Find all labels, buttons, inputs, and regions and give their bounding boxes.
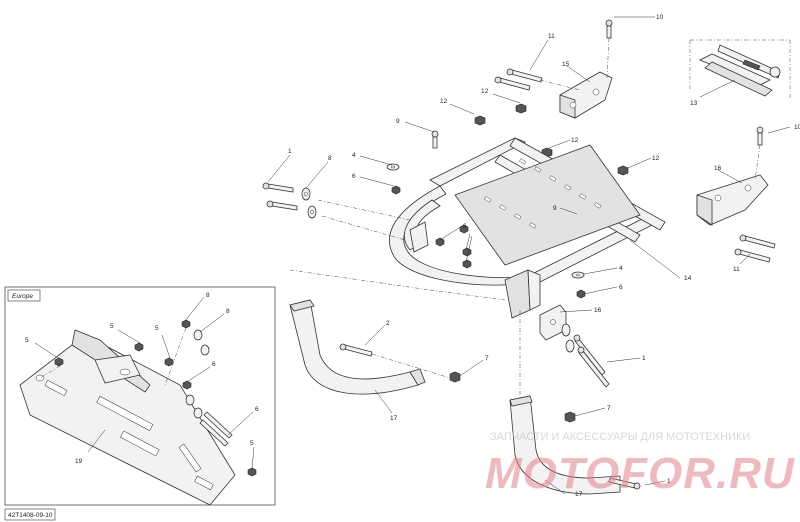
bolt-2 [339,343,373,357]
nut-7-left [449,371,461,383]
bolt-2-right [608,477,641,490]
region-label: Europe [12,293,33,300]
bolt-1-lower [573,334,610,388]
callout-16: 16 [714,165,722,172]
callout-13: 13 [690,100,698,107]
callout-5: 5 [110,323,114,330]
callout-12: 12 [652,155,660,162]
callout-19: 19 [75,458,83,465]
watermark-subtitle: ЗАПЧАСТИ И АКСЕССУАРЫ ДЛЯ МОТОТЕХНИКИ [490,431,750,443]
callout-1: 6 [255,406,259,413]
callout-5: 5 [25,337,29,344]
bracket-16-lower [539,304,567,341]
callout-5: 5 [250,440,254,447]
callout-6: 6 [619,284,623,291]
callout-11: 11 [548,33,555,40]
callout-15: 15 [562,61,570,68]
rack-frame-14 [389,137,666,319]
washer-8-lower [561,323,575,353]
washer-4 [386,163,585,279]
callout-17: 17 [575,491,583,498]
nut-6-frame [391,185,586,299]
bracket-16-right [696,174,769,226]
bolt-1-left [262,182,298,211]
callout-6: 6 [212,361,216,368]
callout-7: 7 [607,405,611,412]
callout-8: 8 [226,308,230,315]
callout-17: 17 [390,415,398,422]
diagram-ref: 42T1408-09-10 [8,512,53,519]
callout-7: 7 [485,355,489,362]
callout-labels: 10 11 15 13 12 12 12 12 9 9 1 8 4 6 6 16… [25,14,800,498]
watermark: ЗАПЧАСТИ И АКСЕССУАРЫ ДЛЯ МОТОТЕХНИКИ MO… [485,431,795,498]
nut-7-right [564,411,576,423]
europe-inset [4,286,276,506]
callout-1: 1 [667,478,671,485]
bolt-10-right [756,126,764,146]
callout-12: 12 [481,88,489,95]
callout-5: 5 [155,325,159,332]
callout-10: 10 [794,124,800,131]
callout-4: 4 [352,152,356,159]
diagram-ref-box [4,508,56,521]
support-tube-17-left [289,299,426,395]
callout-16: 16 [594,307,602,314]
callout-8: 8 [206,292,210,299]
callout-11: 11 [733,266,740,273]
callout-9: 9 [553,205,557,212]
callout-2: 2 [386,320,390,327]
callout-1: 1 [642,355,646,362]
callout-6: 6 [463,223,467,230]
callout-9: 9 [396,118,400,125]
callout-12: 12 [440,98,448,105]
callout-8: 8 [328,155,332,162]
bolt-11-top [494,68,543,91]
watermark-brand: MOTOFOR.RU [485,449,795,498]
leader-lines [34,16,791,495]
tool-kit-inset [689,39,791,100]
callout-1: 1 [288,148,292,155]
bolt-11-right [734,234,776,263]
bracket-15 [559,71,613,119]
callout-6: 6 [352,173,356,180]
bolt-10-top [605,19,613,39]
callout-12: 12 [571,137,579,144]
washer-8 [301,187,317,219]
callout-14: 14 [684,275,692,282]
callout-4: 4 [619,265,623,272]
callout-10: 10 [656,14,664,21]
